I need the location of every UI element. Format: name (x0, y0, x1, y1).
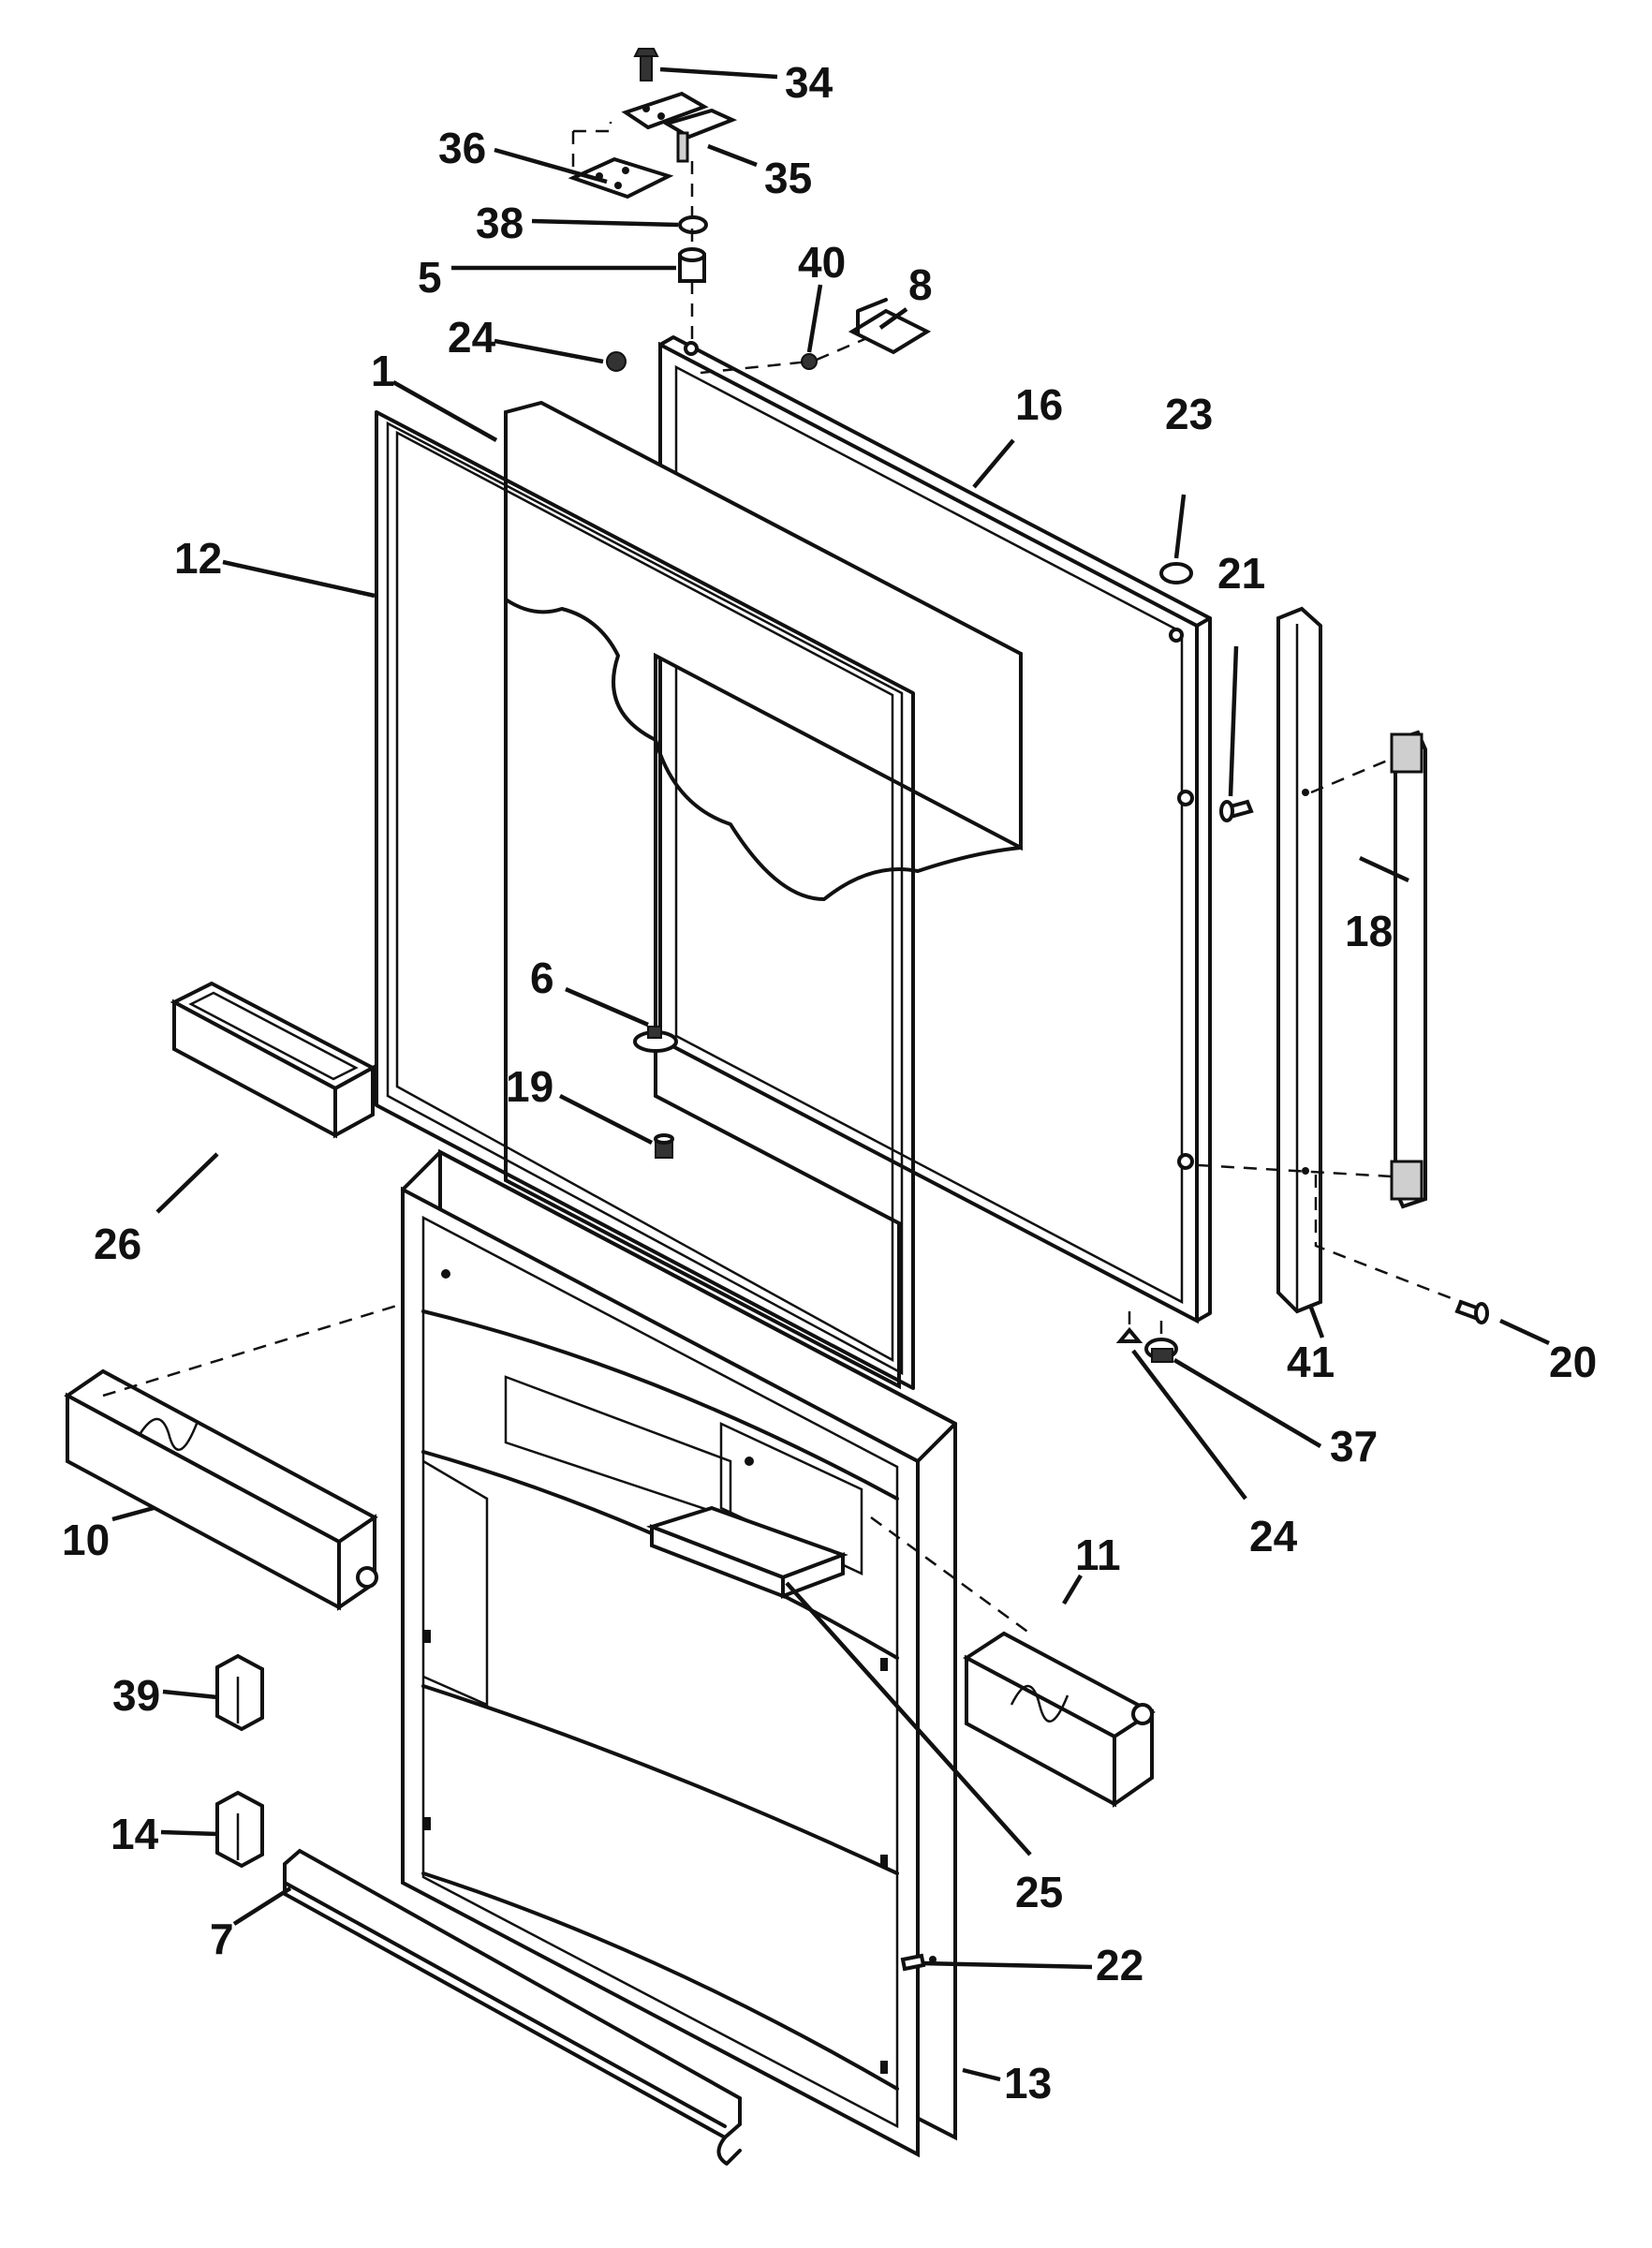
egg-tray (645, 1505, 848, 1599)
callout-18: 18 (1345, 907, 1393, 955)
callout-14: 14 (111, 1810, 159, 1858)
door-stop-parts (633, 1002, 678, 1159)
callout-labels: 34 36 35 38 5 40 8 24 1 16 23 12 21 18 6… (62, 58, 1597, 2108)
callout-11: 11 (1075, 1531, 1121, 1579)
callout-22: 22 (1096, 1941, 1143, 1989)
callout-21: 21 (1217, 549, 1265, 598)
shelf-bin-right (870, 1516, 1156, 1808)
handle-and-trim (1198, 606, 1489, 1324)
callout-40: 40 (798, 238, 846, 287)
callout-41: 41 (1287, 1338, 1335, 1386)
shelf-bin-left (64, 1302, 404, 1611)
callout-20: 20 (1549, 1338, 1597, 1386)
top-small-parts (606, 298, 932, 375)
callout-12: 12 (174, 534, 222, 583)
callout-5: 5 (418, 253, 442, 302)
hinge-assembly (568, 48, 738, 347)
callout-7: 7 (210, 1915, 234, 1963)
bottom-hinge-parts (1115, 1311, 1178, 1363)
door-clips (215, 1653, 264, 1869)
callout-24-bottom: 24 (1249, 1512, 1298, 1560)
callout-13: 13 (1004, 2059, 1052, 2108)
callout-23: 23 (1165, 390, 1213, 438)
callout-1: 1 (371, 347, 395, 395)
callout-8: 8 (908, 260, 933, 309)
butter-compartment (170, 981, 377, 1139)
callout-24-top: 24 (448, 313, 496, 362)
callout-36: 36 (438, 124, 486, 172)
callout-25: 25 (1015, 1868, 1063, 1916)
lower-door-liner (401, 1148, 957, 2158)
callout-10: 10 (62, 1516, 110, 1564)
inner-liner (504, 400, 1023, 1390)
callout-37: 37 (1330, 1422, 1378, 1471)
callout-39: 39 (112, 1671, 160, 1720)
callout-16: 16 (1015, 380, 1063, 429)
door-gasket (375, 410, 915, 1390)
callout-34: 34 (785, 58, 833, 107)
callout-35: 35 (764, 154, 812, 202)
callout-26: 26 (94, 1220, 141, 1268)
callout-6: 6 (530, 954, 554, 1002)
callout-19: 19 (506, 1062, 553, 1111)
leader-lines (111, 67, 1550, 2082)
callout-38: 38 (476, 199, 524, 247)
plug-23 (1159, 562, 1193, 584)
